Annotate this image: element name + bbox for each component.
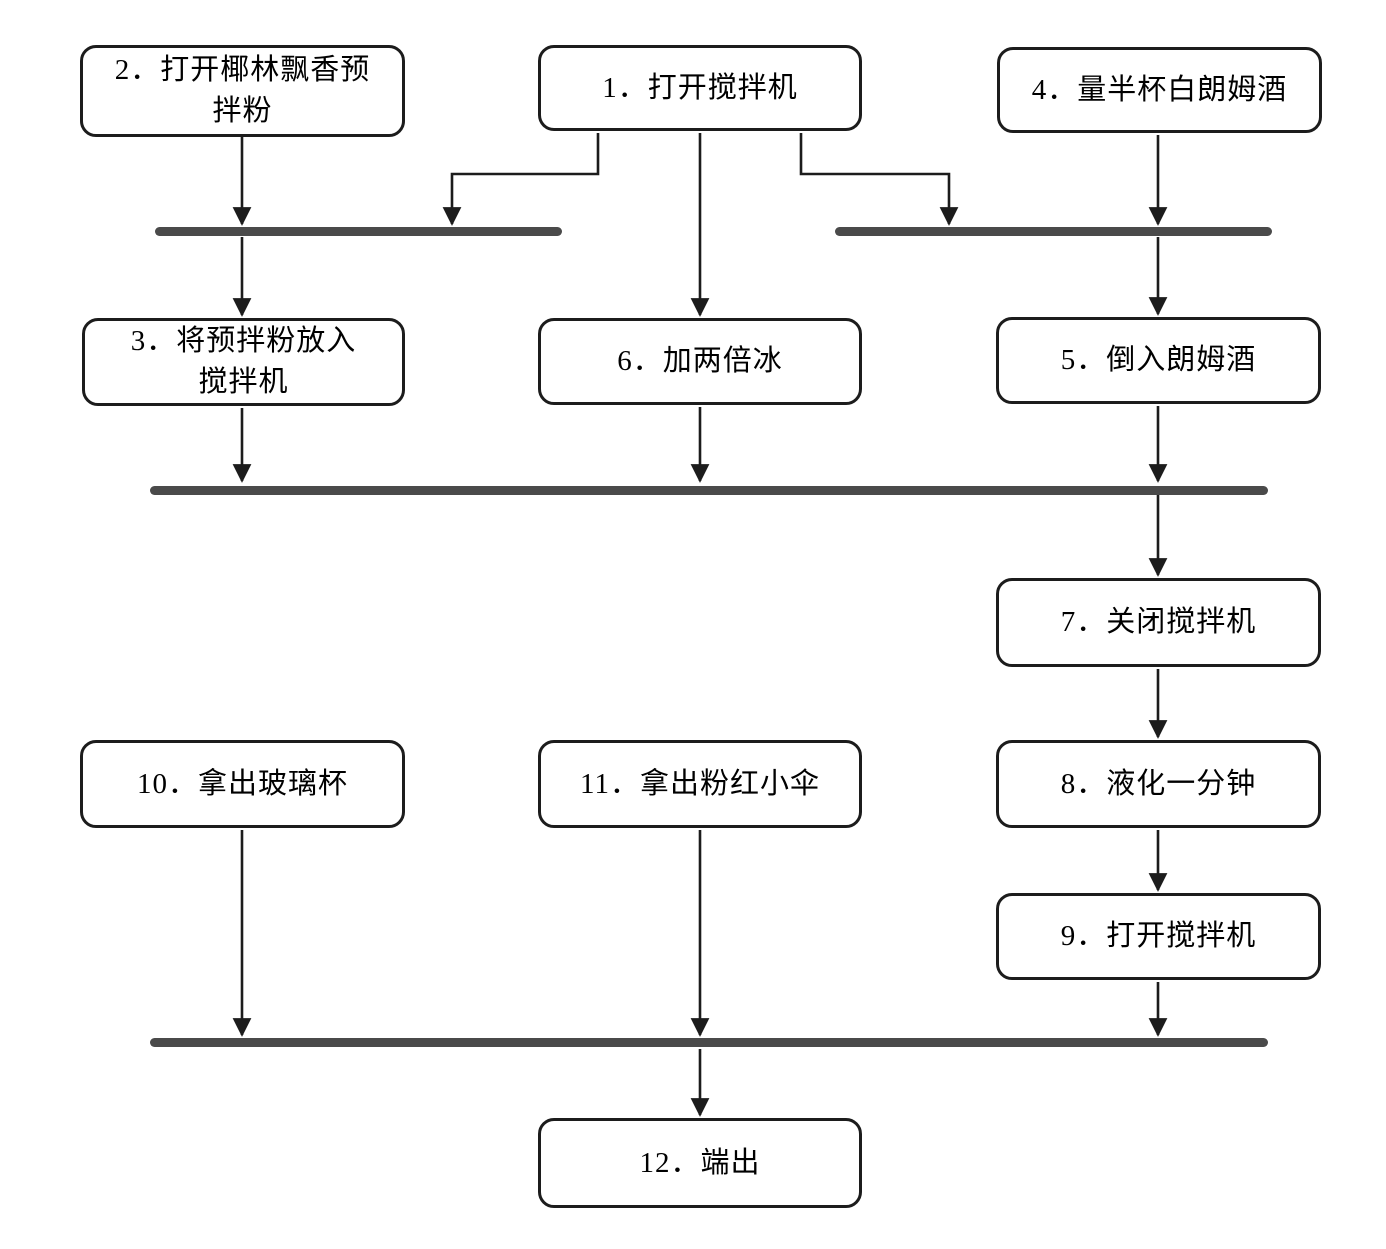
step-6-label: 6．加两倍冰 bbox=[617, 345, 783, 377]
step-3-box: 3．将预拌粉放入 搅拌机 bbox=[82, 318, 405, 406]
step-8-label: 8．液化一分钟 bbox=[1060, 767, 1257, 800]
step-5-box: 5．倒入朗姆酒 bbox=[996, 317, 1321, 404]
step-5-label: 5．倒入朗姆酒 bbox=[1060, 344, 1257, 376]
step-3-label: 3．将预拌粉放入 搅拌机 bbox=[130, 325, 357, 398]
edge-step1-to-fork-left bbox=[442, 133, 600, 226]
step-7-label: 7．关闭搅拌机 bbox=[1060, 606, 1257, 638]
step-8-box: 8．液化一分钟 bbox=[996, 740, 1321, 828]
fork-bar-top-left bbox=[155, 227, 562, 236]
join-bar-bottom bbox=[150, 1038, 1268, 1047]
step-9-label: 9．打开搅拌机 bbox=[1060, 920, 1257, 952]
step-4-label: 4．量半杯白朗姆酒 bbox=[1031, 73, 1288, 106]
step-10-box: 10．拿出玻璃杯 bbox=[80, 740, 405, 828]
step-2-label: 2．打开椰林飘香预 拌粉 bbox=[114, 54, 371, 127]
step-9-box: 9．打开搅拌机 bbox=[996, 893, 1321, 980]
step-1-label: 1．打开搅拌机 bbox=[602, 71, 798, 104]
join-bar-middle bbox=[150, 486, 1268, 495]
step-10-label: 10．拿出玻璃杯 bbox=[136, 767, 348, 800]
step-2-box: 2．打开椰林飘香预 拌粉 bbox=[80, 45, 405, 137]
step-12-box: 12．端出 bbox=[538, 1118, 862, 1208]
step-4-box: 4．量半杯白朗姆酒 bbox=[997, 47, 1322, 133]
step-11-label: 11．拿出粉红小伞 bbox=[580, 767, 820, 800]
step-7-box: 7．关闭搅拌机 bbox=[996, 578, 1321, 667]
step-11-box: 11．拿出粉红小伞 bbox=[538, 740, 862, 828]
step-6-box: 6．加两倍冰 bbox=[538, 318, 862, 405]
step-12-label: 12．端出 bbox=[639, 1146, 761, 1179]
step-1-box: 1．打开搅拌机 bbox=[538, 45, 862, 131]
fork-bar-top-right bbox=[835, 227, 1272, 236]
edge-step1-to-fork-right bbox=[799, 133, 959, 226]
